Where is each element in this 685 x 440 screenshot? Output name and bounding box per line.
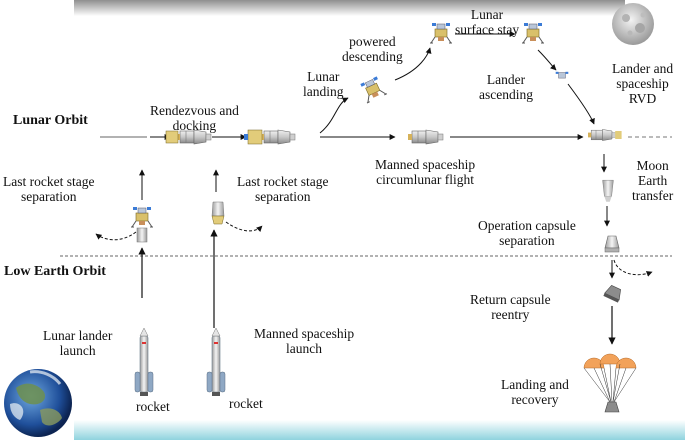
rocket-left-label: rocket — [136, 399, 170, 414]
right-stage-separation-arrow — [225, 221, 263, 232]
descent-arrow — [394, 47, 432, 81]
parachute-icon — [583, 353, 637, 413]
space-band — [74, 0, 625, 16]
lunar-lander-rocket-icon — [134, 327, 154, 397]
surface-lander-icon — [429, 22, 453, 44]
spaceship-icon — [407, 129, 444, 145]
return-capsule-icon — [603, 284, 621, 303]
descending-lander-icon — [358, 75, 388, 104]
discard-arrow — [613, 259, 653, 277]
spaceship-on-stage-icon — [211, 201, 225, 225]
docked-stack-icon — [165, 129, 212, 145]
leo-label: Low Earth Orbit — [4, 264, 106, 279]
earth-icon — [4, 369, 72, 437]
rvd-arrow — [567, 83, 595, 125]
moon-icon — [612, 3, 654, 45]
transfer-capsule-icon — [602, 179, 614, 202]
docked-stack-2-icon — [244, 129, 296, 145]
lander-on-stage-icon — [130, 206, 154, 243]
ascender-icon — [555, 71, 569, 79]
rvd-stack-icon — [587, 128, 622, 142]
lunar-orbit-label: Lunar Orbit — [13, 113, 88, 128]
ascent-lander-icon — [521, 22, 545, 44]
operation-capsule-icon — [604, 235, 620, 253]
left-stage-separation-arrow — [95, 231, 137, 241]
ground-band — [74, 420, 685, 440]
spaceship-rocket-icon — [206, 327, 226, 397]
rocket-right-label: rocket — [229, 396, 263, 411]
ascent-arrow — [537, 49, 557, 71]
landing-arrow — [319, 97, 349, 134]
